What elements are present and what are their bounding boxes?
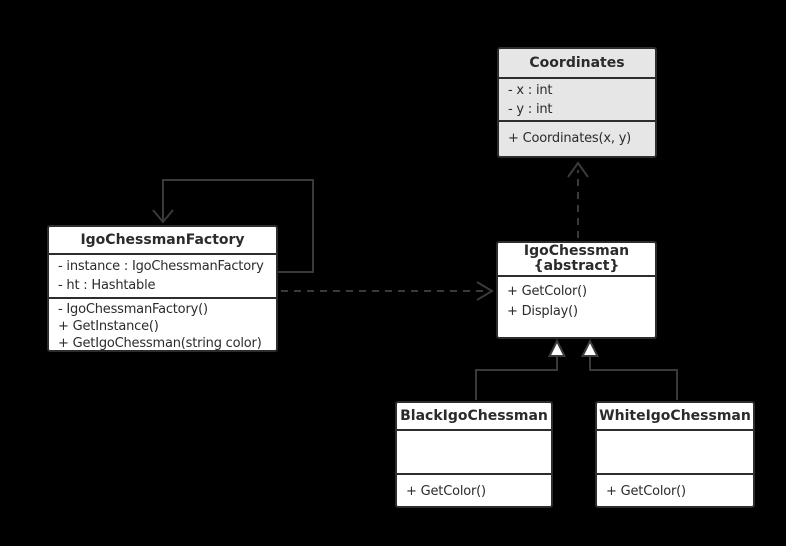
hollow-triangle-arrowhead-icon xyxy=(547,338,567,357)
class-name-label: Coordinates xyxy=(529,55,625,71)
methods-compartment: + Coordinates(x, y) xyxy=(499,120,655,156)
class-name: WhiteIgoChessman xyxy=(597,403,753,429)
method: + GetInstance() xyxy=(58,319,159,334)
methods-compartment: + GetColor() xyxy=(397,473,551,507)
class-name-label: BlackIgoChessman xyxy=(400,408,548,424)
fields-compartment-empty xyxy=(597,429,753,473)
method: + Display() xyxy=(507,304,578,319)
class-name: IgoChessman {abstract} xyxy=(498,243,655,275)
class-box-igochessmanfactory: IgoChessmanFactory - instance : IgoChess… xyxy=(47,225,278,352)
fields-compartment: - x : int - y : int xyxy=(499,77,655,120)
methods-compartment: + GetColor() xyxy=(597,473,753,507)
hollow-triangle-arrowhead-icon xyxy=(580,338,600,357)
field: - y : int xyxy=(508,102,553,117)
dependency-arrow-igochessman-to-coordinates xyxy=(567,161,589,238)
class-stereotype-label: {abstract} xyxy=(533,258,620,274)
class-box-igochessman: IgoChessman {abstract} + GetColor() + Di… xyxy=(496,241,657,339)
class-name-label: WhiteIgoChessman xyxy=(599,408,751,424)
class-box-blackigochessman: BlackIgoChessman + GetColor() xyxy=(395,401,553,508)
class-box-whiteigochessman: WhiteIgoChessman + GetColor() xyxy=(595,401,755,508)
generalization-arrow-black-to-igochessman xyxy=(475,338,567,400)
method: + GetIgoChessman(string color) xyxy=(58,336,262,351)
class-name: IgoChessmanFactory xyxy=(49,227,276,253)
method: + GetColor() xyxy=(406,484,486,499)
class-name-label: IgoChessman xyxy=(523,243,630,259)
open-arrowhead-icon xyxy=(567,161,589,178)
field: - x : int xyxy=(508,83,553,98)
dependency-arrow-factory-to-igochessman xyxy=(281,281,494,301)
class-box-coordinates: Coordinates - x : int - y : int + Coordi… xyxy=(497,47,657,158)
fields-compartment-empty xyxy=(397,429,551,473)
method: + Coordinates(x, y) xyxy=(508,131,632,146)
field: - instance : IgoChessmanFactory xyxy=(58,259,264,274)
methods-compartment: + GetColor() + Display() xyxy=(498,275,655,337)
methods-compartment: - IgoChessmanFactory() + GetInstance() +… xyxy=(49,297,276,358)
self-association-arrow-factory xyxy=(152,179,314,273)
method: + GetColor() xyxy=(507,284,587,299)
method: + GetColor() xyxy=(606,484,686,499)
generalization-arrow-white-to-igochessman xyxy=(580,338,678,400)
method: - IgoChessmanFactory() xyxy=(58,302,208,317)
class-name: BlackIgoChessman xyxy=(397,403,551,429)
class-name-label: IgoChessmanFactory xyxy=(80,232,245,248)
open-arrowhead-icon xyxy=(152,209,174,224)
class-name: Coordinates xyxy=(499,49,655,77)
open-arrowhead-icon xyxy=(476,281,494,301)
field: - ht : Hashtable xyxy=(58,278,156,293)
fields-compartment: - instance : IgoChessmanFactory - ht : H… xyxy=(49,253,276,297)
